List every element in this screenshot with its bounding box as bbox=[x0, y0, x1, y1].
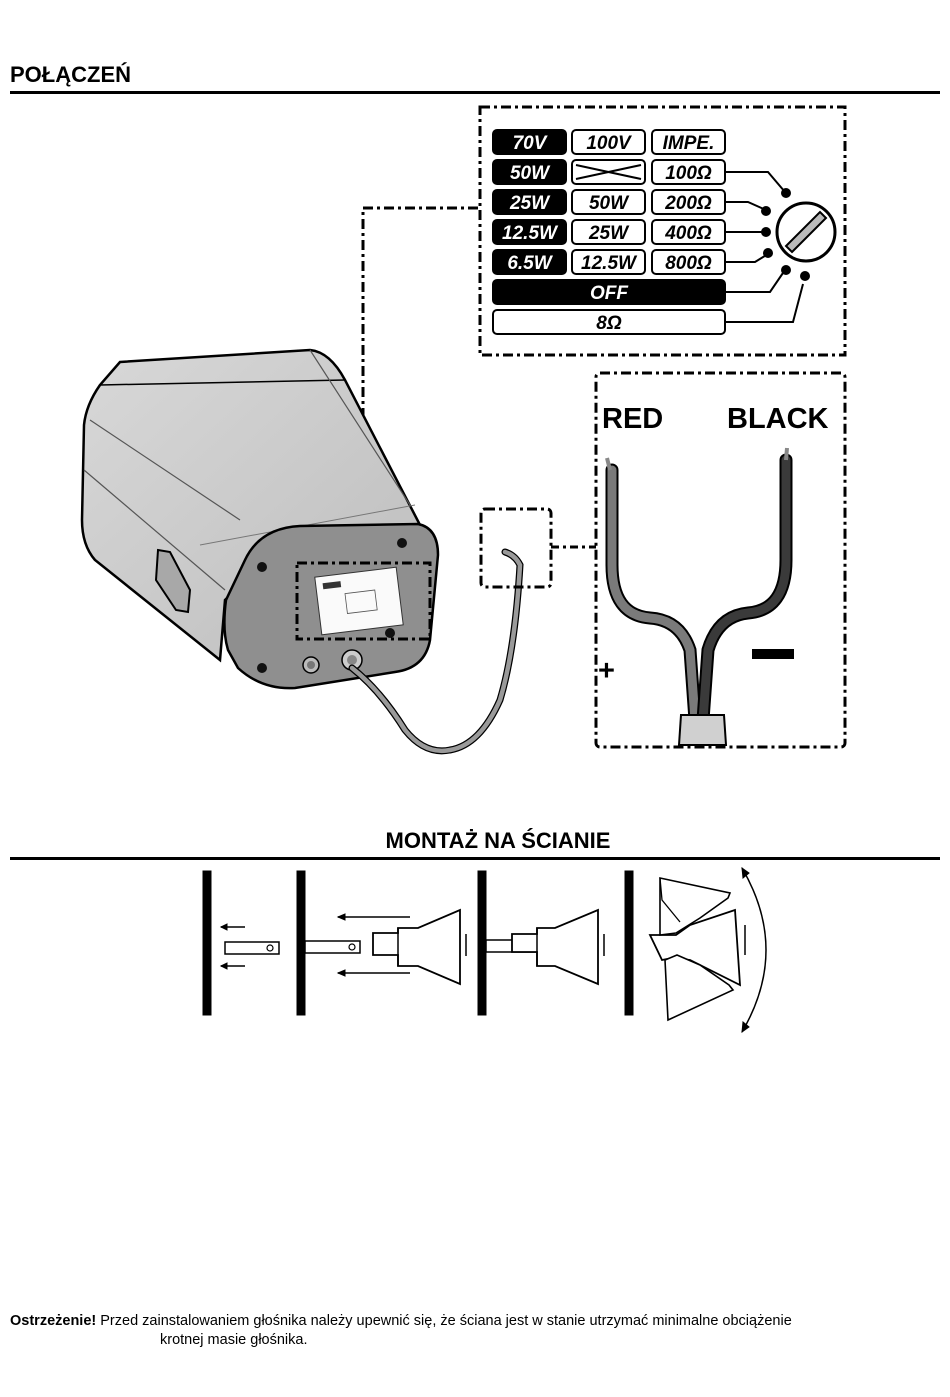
minus-sign bbox=[752, 649, 794, 659]
mounting-section-title: MONTAŻ NA ŚCIANIE bbox=[0, 828, 950, 854]
switch-table: 70V 100V IMPE. 50W 100Ω 25W 50W 200Ω 12.5W 25W 400… bbox=[493, 130, 725, 334]
switch-header-2-label: IMPE. bbox=[663, 133, 715, 154]
switch-header-0-label: 70V bbox=[513, 133, 548, 154]
black-wire-label: BLACK bbox=[727, 403, 829, 435]
switch-row-3-col-0-label: 6.5W bbox=[507, 253, 553, 274]
switch-row-2-col-1-label: 25W bbox=[588, 223, 630, 244]
section-divider bbox=[10, 857, 940, 860]
switch-row-3-col-2-label: 800Ω bbox=[665, 253, 712, 274]
plus-sign: + bbox=[598, 655, 615, 687]
connection-diagram: 70V 100V IMPE. 50W 100Ω 25W 50W 200Ω 12.5W 25W 400… bbox=[0, 0, 950, 1290]
switch-header-1-label: 100V bbox=[586, 133, 632, 154]
red-wire-label: RED bbox=[602, 403, 663, 435]
wall-mount-steps bbox=[203, 868, 766, 1032]
switch-row-0-col-0-label: 50W bbox=[510, 163, 551, 184]
switch-off-label: OFF bbox=[590, 283, 629, 304]
switch-row-2-col-0-label: 12.5W bbox=[502, 223, 559, 244]
warning-prefix: Ostrzeżenie! bbox=[10, 1313, 96, 1329]
warning-note: Ostrzeżenie! Przed zainstalowaniem głośn… bbox=[10, 1312, 930, 1350]
switch-row-1-col-0-label: 25W bbox=[509, 193, 551, 214]
switch-row-0-col-2-label: 100Ω bbox=[665, 163, 712, 184]
switch-row-3-col-1-label: 12.5W bbox=[581, 253, 638, 274]
switch-8ohm-label: 8Ω bbox=[596, 313, 622, 334]
switch-row-2-col-2-label: 400Ω bbox=[664, 223, 712, 244]
warning-line-2: krotnej masie głośnika. bbox=[10, 1331, 930, 1350]
switch-row-1-col-2-label: 200Ω bbox=[664, 193, 712, 214]
rotary-knob bbox=[777, 203, 835, 261]
switch-row-1-col-1-label: 50W bbox=[589, 193, 630, 214]
speaker-illustration bbox=[82, 350, 520, 751]
warning-line-1: Przed zainstalowaniem głośnika należy up… bbox=[96, 1313, 792, 1329]
wire-pair bbox=[607, 448, 787, 745]
